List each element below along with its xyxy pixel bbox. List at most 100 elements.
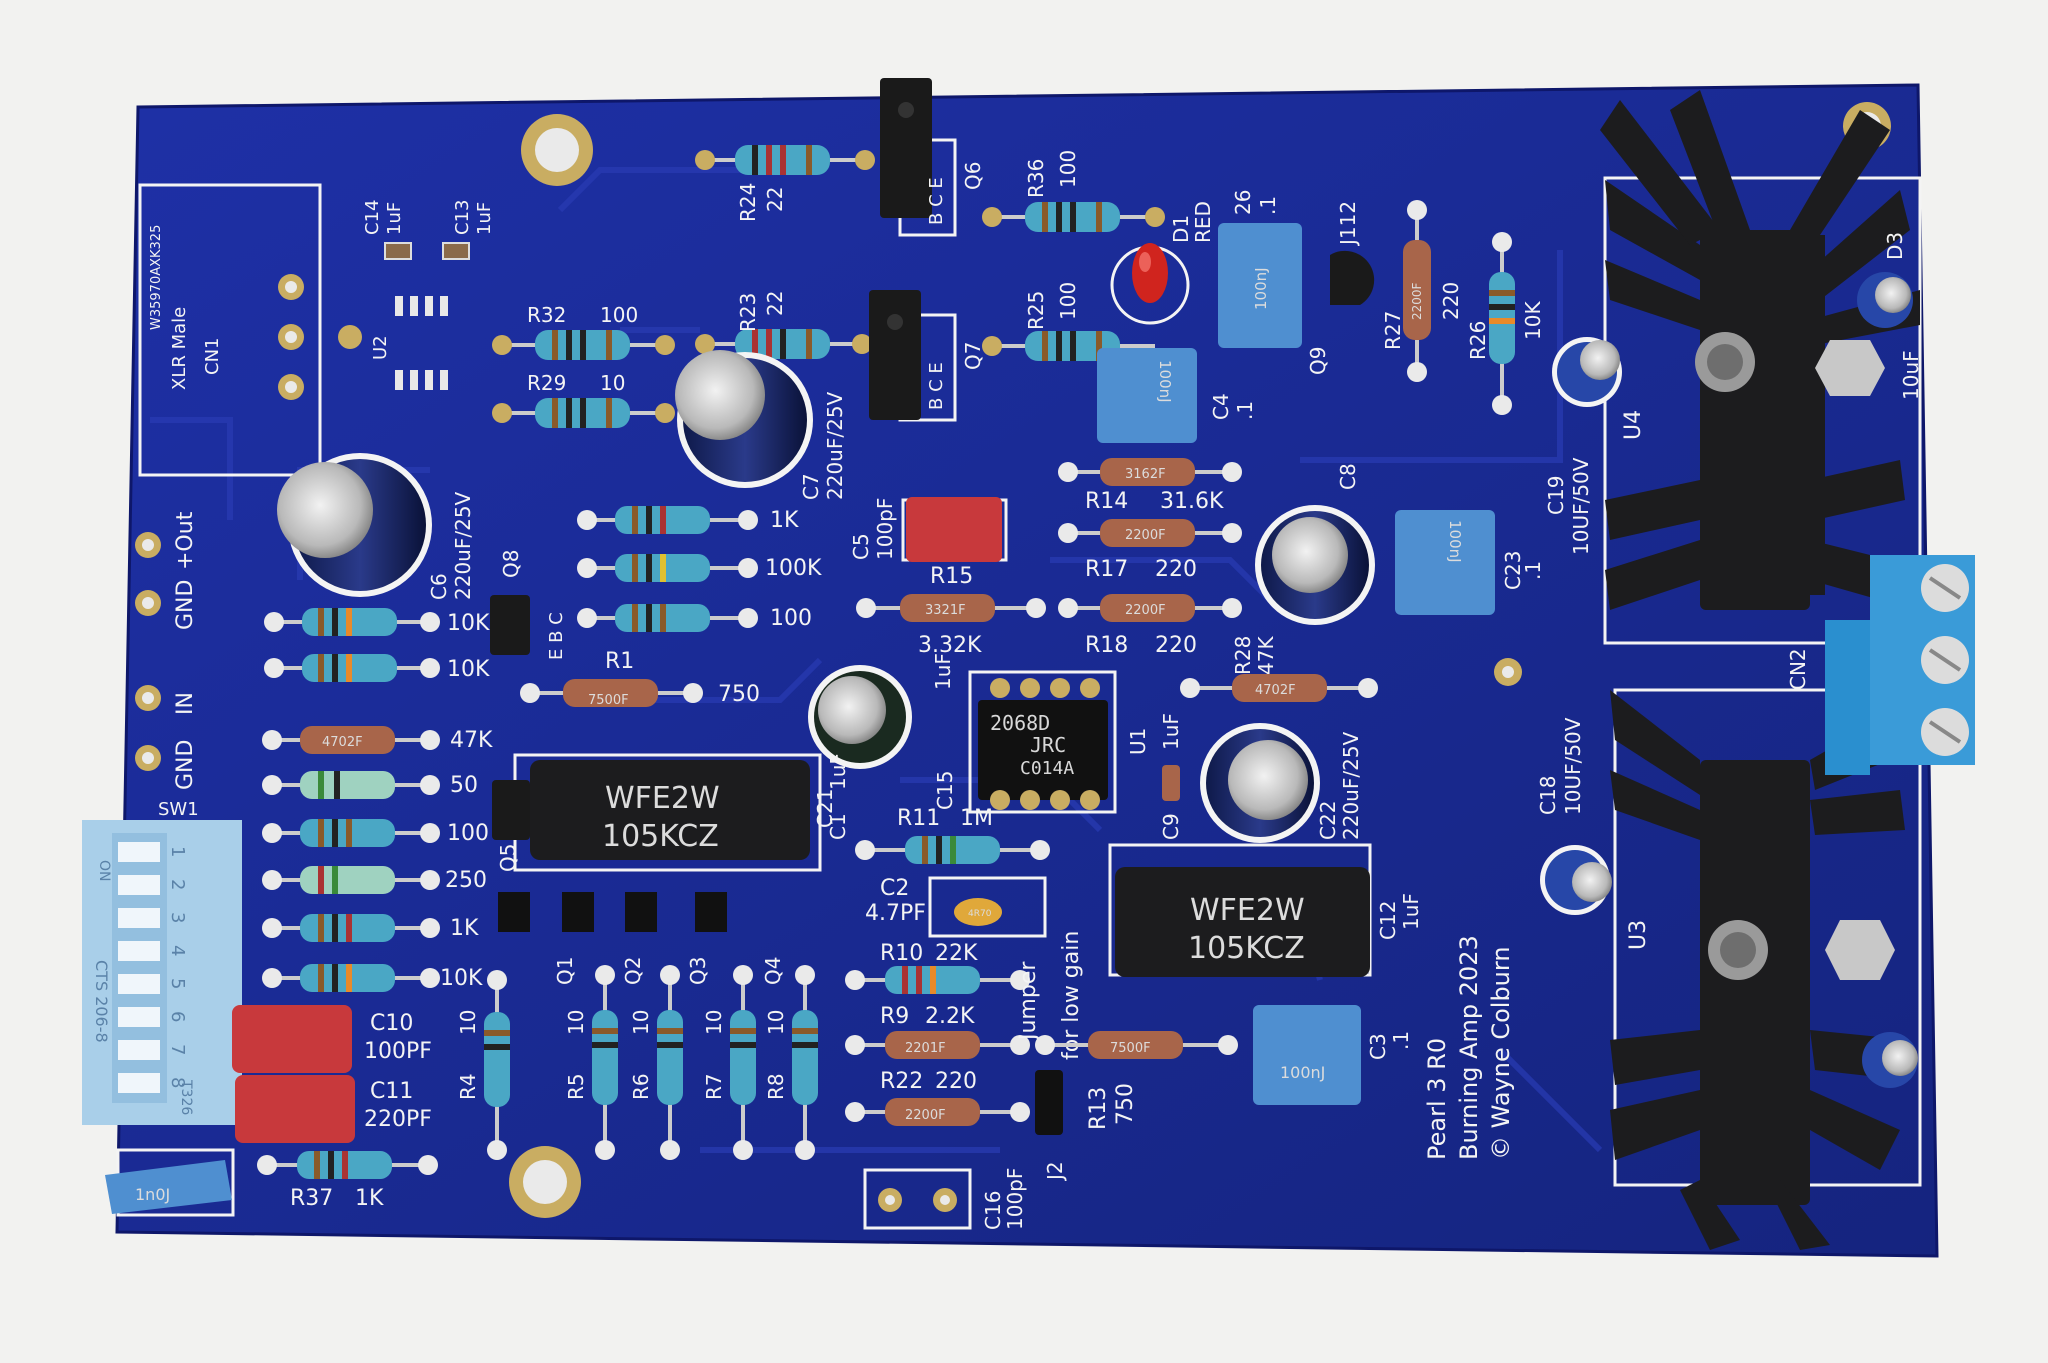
r37-label: R37 [290, 1186, 333, 1211]
c12-marking-2: 105KCZ [1188, 931, 1305, 966]
c12-label: C12 [1376, 901, 1400, 940]
r8-resistor: R8 10 [764, 965, 818, 1160]
sw-label-50: 50 [450, 773, 478, 798]
c6-label: C6 [427, 573, 451, 600]
jumper-label: Jumper [1016, 961, 1041, 1042]
r24-resistor: R24 22 [695, 145, 875, 222]
out-plus-label: +Out [173, 511, 198, 570]
u3-bolt [1708, 920, 1895, 980]
c7-electrolytic-cap: C7 220uF/25V [675, 350, 847, 500]
r11-value: 1M [960, 806, 993, 831]
c21-value: 1uF [931, 653, 955, 690]
c9-cap: 1uF C9 [1159, 713, 1183, 840]
r11-label: R11 [897, 806, 940, 831]
r26-resistor: R26 10K [1466, 232, 1545, 415]
dip-num-3: 3 [167, 912, 188, 923]
c6-value: 220uF/25V [451, 491, 475, 600]
c18-electrolytic-cap: C18 10UF/50V [1536, 717, 1612, 915]
r27-value: 220 [1439, 282, 1463, 320]
u4-label: U4 [1621, 410, 1646, 440]
r10-value: 22K [935, 941, 978, 966]
r9-marking: 2201F [905, 1041, 946, 1056]
heatsink-top [1600, 90, 1920, 610]
c8-electrolytic-cap: C8 [1255, 463, 1375, 625]
r18-value: 220 [1155, 633, 1197, 658]
r28-resistor: 4702F R28 47K [1180, 636, 1378, 702]
q1-label: Q1 [553, 957, 577, 985]
u1-marking-2: JRC [1030, 733, 1066, 757]
r27-marking: 2200F [1410, 282, 1424, 320]
c22-electrolytic-cap: C22 220uF/25V [1200, 723, 1363, 843]
c7-value: 220uF/25V [823, 391, 847, 500]
r5-resistor: R5 10 [564, 965, 618, 1160]
resistor-10k-b: 10K [264, 654, 490, 682]
r17-label: R17 [1085, 557, 1128, 582]
r32-label: R32 [527, 303, 566, 327]
r18-resistor: 2200F R18 220 [1058, 594, 1242, 658]
r29-resistor: R29 10 [492, 371, 675, 428]
c16-value: 100pF [1003, 1168, 1027, 1230]
c1-marking-1: WFE2W [605, 781, 720, 816]
c20-electrolytic-cap: 10uF D3 [1857, 232, 1923, 400]
r22-label: R22 [880, 1069, 923, 1094]
mounting-hole-bottom [509, 1146, 581, 1218]
c20-value: 10uF [1899, 350, 1923, 400]
c7-label: C7 [799, 473, 823, 500]
c-1n0j-cap: 1n0J [105, 1148, 235, 1217]
r14-label: R14 [1085, 489, 1128, 514]
c-1n0j-marking: 1n0J [135, 1185, 170, 1204]
r28-marking: 4702F [1255, 683, 1296, 698]
cn2-label: CN2 [1786, 648, 1810, 690]
r13-value: 750 [1113, 1083, 1138, 1125]
resistor-10k-a: 10K [264, 608, 490, 636]
r22-resistor: 2200F R22 220 [845, 1069, 1030, 1126]
jumper-label-2: for low gain [1059, 931, 1084, 1060]
cn1-xlr-footprint: CN1 XLR Male W35970AXK325 [138, 183, 322, 477]
r5-label: R5 [564, 1073, 588, 1100]
c21-electrolytic-cap: C21 1uF C15 [808, 653, 957, 828]
sw-label-10k: 10K [440, 966, 483, 991]
cn2-terminal-block: CN2 [1786, 555, 1975, 775]
r10-label: R10 [880, 941, 923, 966]
r23-value: 22 [763, 291, 787, 316]
c4-label: C4 [1209, 393, 1233, 420]
title-line-2: Burning Amp 2023 [1455, 935, 1483, 1160]
j2-label: J2 [1043, 1161, 1067, 1182]
r23-resistor: R23 22 [695, 291, 872, 359]
r13-resistor: 7500F R13 750 [1035, 1031, 1238, 1130]
r15-value: 3.32K [918, 633, 982, 658]
sw-label-250: 250 [445, 868, 487, 893]
r7-value: 10 [702, 1010, 726, 1035]
sw1-dip-switch: ON CTS 206-8 T326 1 2 3 4 5 6 7 8 SW1 [82, 799, 242, 1125]
r4-value: 10 [456, 1010, 480, 1035]
gain-resistor-100: 100 [262, 819, 489, 847]
r13-label: R13 [1086, 1087, 1111, 1130]
u1-marking-1: 2068D [990, 711, 1050, 735]
c5-value: 100pF [873, 498, 897, 560]
r4-resistor: R4 10 [456, 970, 510, 1160]
resistor-100: 100 [577, 604, 812, 632]
c18-label: C18 [1536, 776, 1560, 815]
c23-marking: 100nJ [1446, 520, 1464, 563]
c15-label: C15 [933, 771, 957, 810]
dip-num-4: 4 [167, 945, 188, 956]
mounting-hole-top [521, 114, 593, 186]
c19-value: 10UF/50V [1569, 457, 1593, 555]
dip-num-5: 5 [167, 978, 188, 989]
board-title: Pearl 3 R0 Burning Amp 2023 © Wayne Colb… [1423, 935, 1515, 1160]
r24-value: 22 [763, 187, 787, 212]
xlr-part-label: W35970AXK325 [149, 225, 164, 330]
dip-num-2: 2 [167, 879, 188, 890]
c12-marking-1: WFE2W [1190, 893, 1305, 928]
gain-resistor-50: 50 [262, 771, 478, 799]
c14-value: 1uF [384, 202, 405, 235]
r26-label: R26 [1466, 321, 1490, 360]
d1-label: D1 [1169, 215, 1193, 243]
r6-label: R6 [629, 1073, 653, 1100]
dip-on-label: ON [96, 860, 112, 882]
c11-label: C11 [370, 1079, 413, 1104]
r1-value: 750 [718, 682, 760, 707]
c22-value: 220uF/25V [1339, 731, 1363, 840]
c11-film-cap: C11 220PF [235, 1075, 432, 1143]
